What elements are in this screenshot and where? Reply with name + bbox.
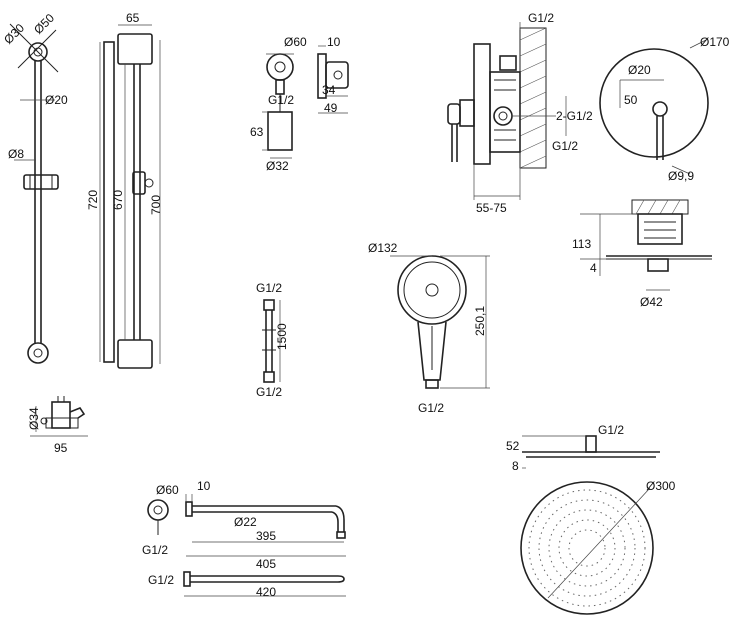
dim-side-113: 113 xyxy=(572,237,591,251)
dim-mixer-g12-bottom: G1/2 xyxy=(552,139,578,153)
dim-side-d42: Ø42 xyxy=(640,295,663,309)
dim-plate-d170: Ø170 xyxy=(700,35,730,49)
dim-arm-d60: Ø60 xyxy=(156,483,179,497)
dim-mixer-5575: 55-75 xyxy=(476,201,507,215)
dim-elbow-63: 63 xyxy=(250,125,264,139)
dim-hose-g12-bottom: G1/2 xyxy=(256,385,282,399)
dim-plate-d99: Ø9,9 xyxy=(668,169,694,183)
shower-arm-wall xyxy=(147,494,346,557)
dim-mixer-2g12: 2-G1/2 xyxy=(556,109,593,123)
dim-arm-d22: Ø22 xyxy=(234,515,257,529)
dim-plate-50: 50 xyxy=(624,93,638,107)
head-shower-side xyxy=(522,435,660,469)
dim-arm2-420: 420 xyxy=(256,585,276,599)
dim-elbow-10: 10 xyxy=(327,35,341,49)
cover-plate-front xyxy=(599,39,709,175)
dim-arm-395: 395 xyxy=(256,529,276,543)
mixer-side-view xyxy=(580,199,712,291)
dim-head-g12: G1/2 xyxy=(598,423,624,437)
slide-rail-front-view xyxy=(9,23,59,364)
dim-rail-670: 670 xyxy=(111,190,125,210)
shower-arm-straight xyxy=(183,571,346,597)
concealed-mixer-section xyxy=(447,22,567,200)
hand-shower xyxy=(390,255,490,389)
shower-hose xyxy=(262,299,281,383)
dim-plate-d20: Ø20 xyxy=(628,63,651,77)
dim-head-8: 8 xyxy=(512,459,519,473)
dim-hand-g12: G1/2 xyxy=(418,401,444,415)
dim-elbow-d32: Ø32 xyxy=(266,159,289,173)
dim-rail-720: 720 xyxy=(86,190,100,210)
dim-rail-700: 700 xyxy=(149,195,163,215)
dim-arm-g12: G1/2 xyxy=(142,543,168,557)
dim-head-d300: Ø300 xyxy=(646,479,676,493)
dim-arm-405: 405 xyxy=(256,557,276,571)
dim-rail-d30: Ø30 xyxy=(1,21,27,47)
dim-hand-d132: Ø132 xyxy=(368,241,398,255)
dim-rail-65: 65 xyxy=(126,11,140,25)
dim-elbow-d60: Ø60 xyxy=(284,35,307,49)
wall-elbow xyxy=(262,45,349,159)
head-shower-front xyxy=(520,481,654,615)
dim-elbow-34: 34 xyxy=(322,83,336,97)
dim-rail-d8: Ø8 xyxy=(8,147,24,161)
dim-arm-10: 10 xyxy=(197,479,211,493)
dim-arm2-g12: G1/2 xyxy=(148,573,174,587)
dim-head-52: 52 xyxy=(506,439,520,453)
dim-mixer-g12-top: G1/2 xyxy=(528,11,554,25)
dim-elbow-g12: G1/2 xyxy=(268,93,294,107)
dim-holder-d34: Ø34 xyxy=(27,407,41,430)
dim-hand-2501: 250,1 xyxy=(473,306,487,336)
dim-hose-1500: 1500 xyxy=(275,323,289,350)
dim-rail-d20: Ø20 xyxy=(45,93,68,107)
hand-shower-holder xyxy=(30,396,88,437)
dim-elbow-49: 49 xyxy=(324,101,338,115)
slide-rail-side-view xyxy=(99,24,161,369)
dim-side-4: 4 xyxy=(590,261,597,275)
dim-hose-g12-top: G1/2 xyxy=(256,281,282,295)
dim-holder-95: 95 xyxy=(54,441,68,455)
